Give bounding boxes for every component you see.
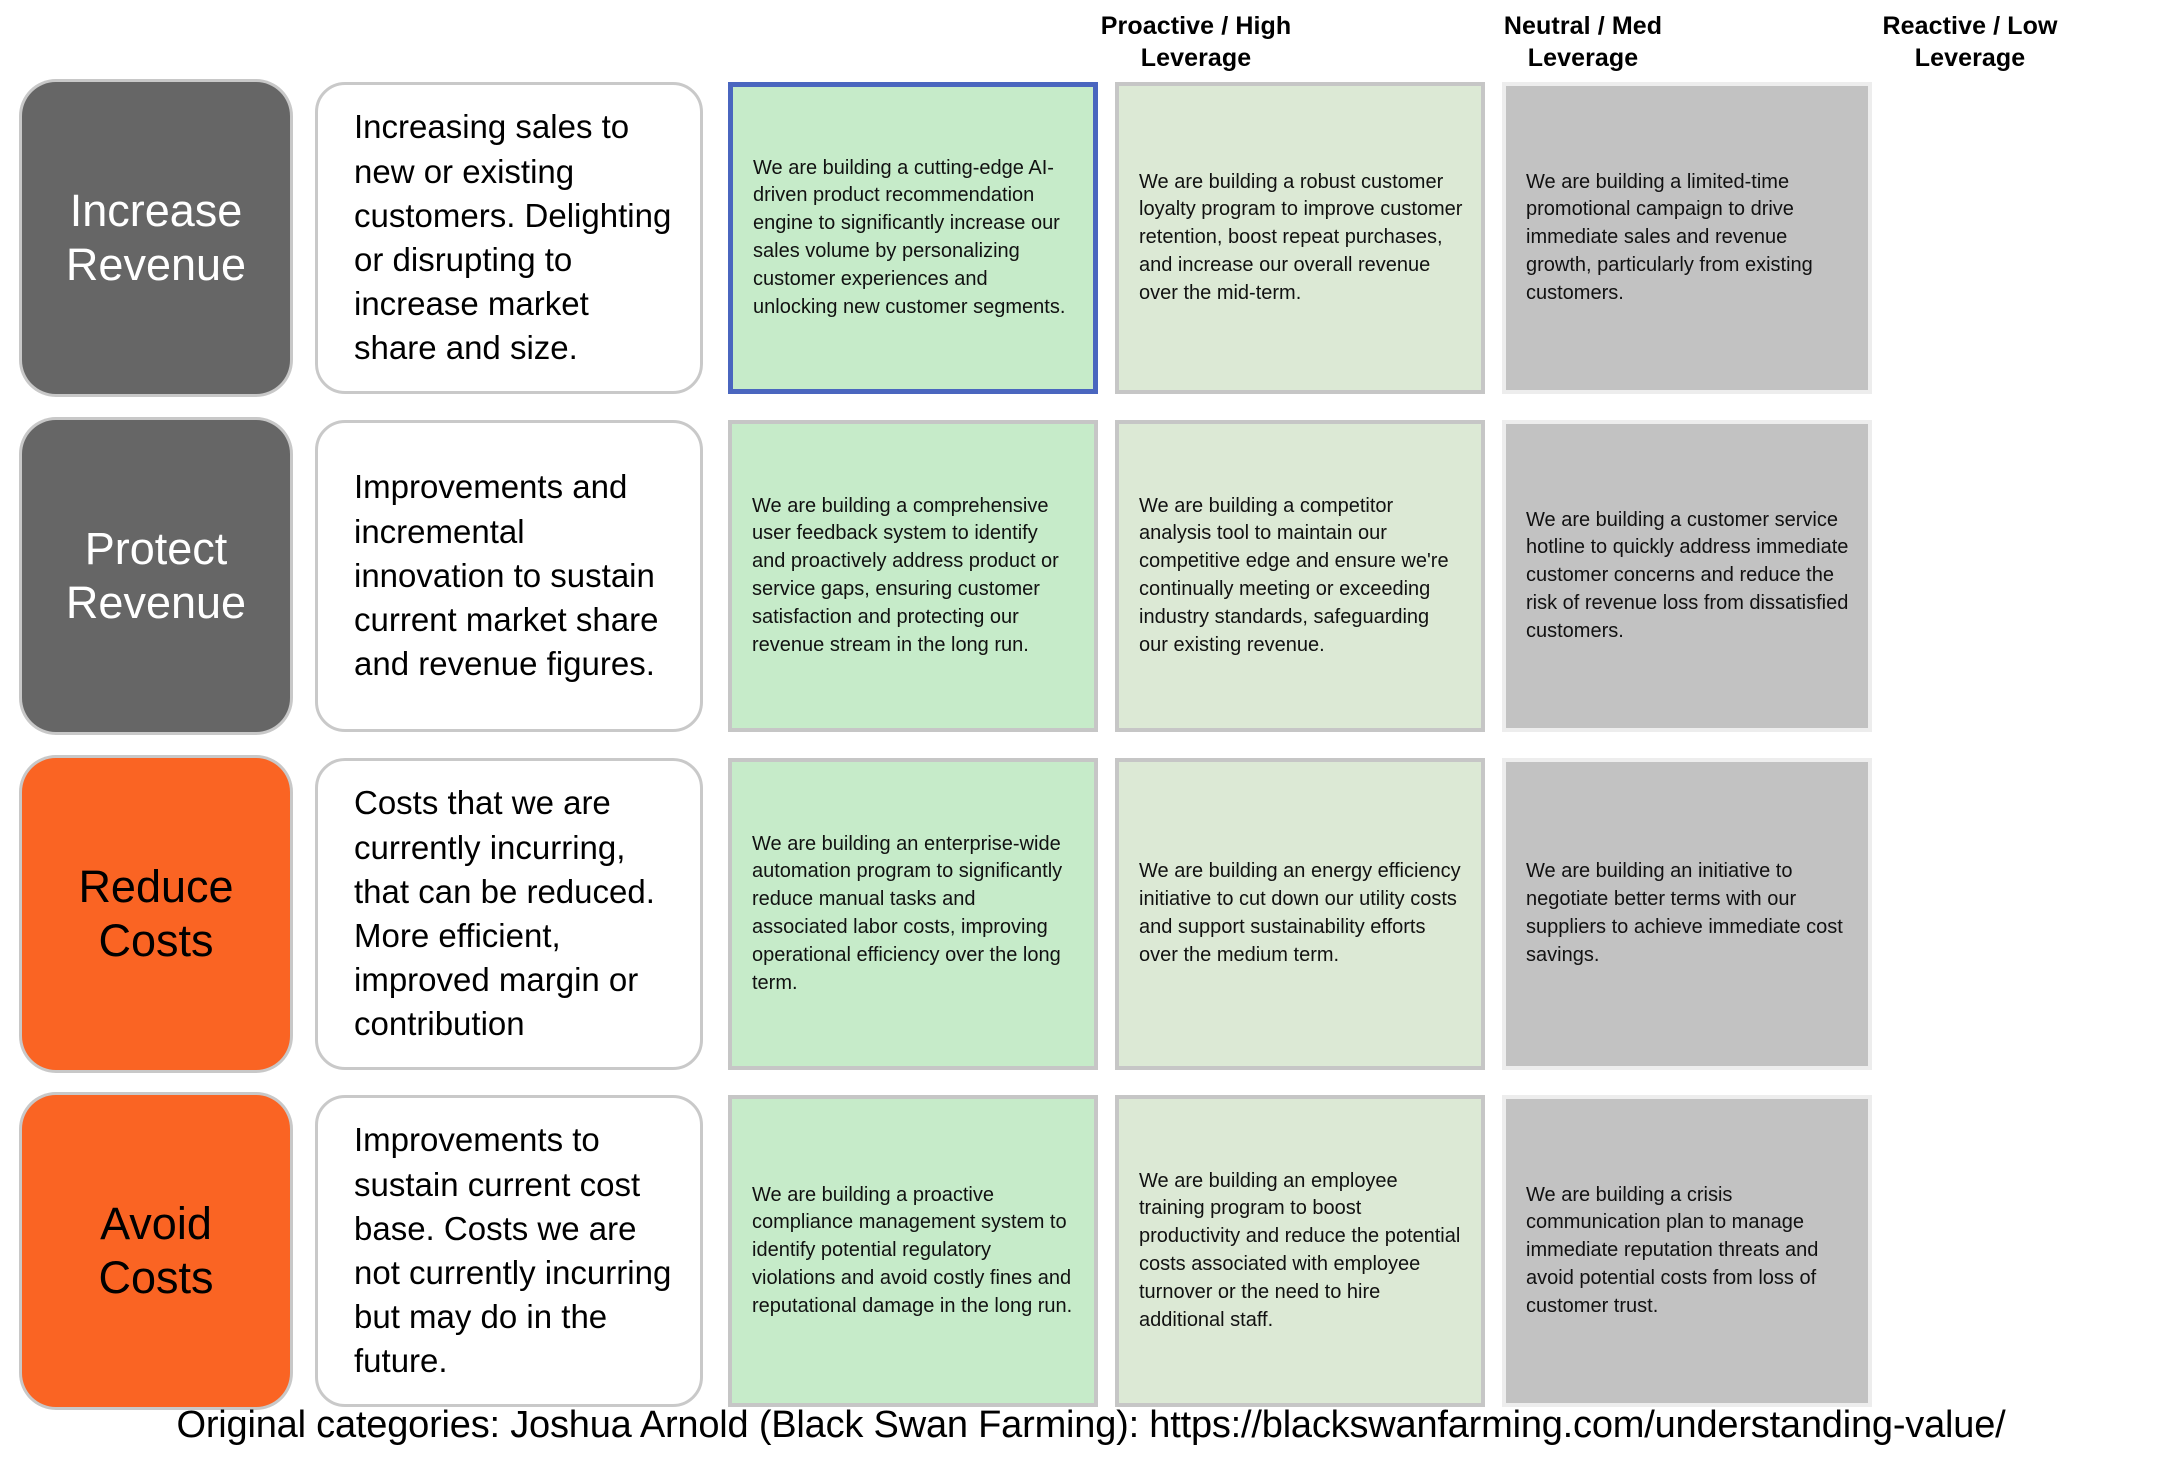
matrix-cell-increase-revenue-high[interactable]: We are building a cutting-edge AI-driven…	[727, 81, 1099, 395]
column-header-low-leverage: Reactive / Low Leverage	[1785, 0, 2155, 80]
matrix-cell-avoid-costs-low[interactable]: We are building a crisis communication p…	[1502, 1095, 1872, 1407]
category-pill-protect-revenue[interactable]: Protect Revenue	[22, 420, 290, 732]
value-matrix: Increase Revenue Increasing sales to new…	[0, 80, 2182, 1407]
matrix-cell-protect-revenue-low[interactable]: We are building a customer service hotli…	[1502, 420, 1872, 732]
column-header-high-leverage-line1: Proactive / High	[1100, 12, 1292, 40]
category-description-text: Increasing sales to new or existing cust…	[354, 108, 672, 367]
matrix-cell-text: We are building a limited-time promotion…	[1526, 170, 1813, 304]
matrix-cell-text: We are building a proactive compliance m…	[752, 1183, 1073, 1317]
row-cells: We are building a proactive compliance m…	[728, 1095, 1884, 1407]
category-pill-reduce-costs-line2: Costs	[98, 915, 214, 966]
category-pill-protect-revenue-line1: Protect	[84, 523, 228, 574]
category-description-increase-revenue: Increasing sales to new or existing cust…	[315, 82, 703, 394]
category-pill-protect-revenue-line2: Revenue	[65, 577, 247, 628]
matrix-cell-text: We are building a robust customer loyalt…	[1139, 170, 1463, 304]
column-header-low-leverage-line2: Leverage	[1914, 44, 2026, 72]
matrix-cell-text: We are building a competitor analysis to…	[1139, 494, 1449, 656]
matrix-cell-text: We are building an energy efficiency ini…	[1139, 860, 1461, 966]
category-description-text: Costs that we are currently incurring, t…	[354, 784, 655, 1043]
category-description-protect-revenue: Improvements and incremental innovation …	[315, 420, 703, 732]
category-description-text: Improvements and incremental innovation …	[354, 468, 659, 683]
category-pill-reduce-costs-line1: Reduce	[78, 861, 234, 912]
matrix-cell-protect-revenue-high[interactable]: We are building a comprehensive user fee…	[728, 420, 1098, 732]
matrix-cell-text: We are building a comprehensive user fee…	[752, 494, 1059, 656]
column-header-low-leverage-line1: Reactive / Low	[1882, 12, 2058, 40]
matrix-cell-avoid-costs-high[interactable]: We are building a proactive compliance m…	[728, 1095, 1098, 1407]
matrix-cell-protect-revenue-med[interactable]: We are building a competitor analysis to…	[1115, 420, 1485, 732]
row-cells: We are building an enterprise-wide autom…	[728, 758, 1884, 1070]
category-pill-increase-revenue-line2: Revenue	[65, 239, 247, 290]
row-cells: We are building a comprehensive user fee…	[728, 420, 1884, 732]
matrix-cell-text: We are building a cutting-edge AI-driven…	[753, 156, 1066, 318]
category-pill-avoid-costs-line2: Costs	[98, 1252, 214, 1303]
table-row: Increase Revenue Increasing sales to new…	[0, 81, 2182, 395]
column-headers: Proactive / High Leverage Neutral / Med …	[1011, 0, 2167, 80]
column-header-med-leverage-line1: Neutral / Med	[1503, 12, 1663, 40]
category-pill-increase-revenue[interactable]: Increase Revenue	[22, 82, 290, 394]
column-header-med-leverage-line2: Leverage	[1527, 44, 1639, 72]
matrix-cell-reduce-costs-med[interactable]: We are building an energy efficiency ini…	[1115, 758, 1485, 1070]
matrix-cell-text: We are building a customer service hotli…	[1526, 508, 1849, 642]
matrix-cell-text: We are building a crisis communication p…	[1526, 1183, 1819, 1317]
matrix-cell-increase-revenue-med[interactable]: We are building a robust customer loyalt…	[1115, 82, 1485, 394]
attribution-footer: Original categories: Joshua Arnold (Blac…	[176, 1404, 2006, 1446]
column-header-high-leverage-line2: Leverage	[1140, 44, 1252, 72]
category-pill-avoid-costs-line1: Avoid	[100, 1198, 212, 1249]
table-row: Avoid Costs Improvements to sustain curr…	[0, 1095, 2182, 1407]
matrix-cell-text: We are building an enterprise-wide autom…	[752, 832, 1063, 994]
category-description-reduce-costs: Costs that we are currently incurring, t…	[315, 758, 703, 1070]
matrix-cell-reduce-costs-low[interactable]: We are building an initiative to negotia…	[1502, 758, 1872, 1070]
matrix-cell-reduce-costs-high[interactable]: We are building an enterprise-wide autom…	[728, 758, 1098, 1070]
column-header-high-leverage: Proactive / High Leverage	[1011, 0, 1381, 80]
category-pill-avoid-costs[interactable]: Avoid Costs	[22, 1095, 290, 1407]
table-row: Reduce Costs Costs that we are currently…	[0, 758, 2182, 1070]
matrix-cell-text: We are building an employee training pro…	[1139, 1169, 1461, 1331]
category-description-text: Improvements to sustain current cost bas…	[354, 1121, 672, 1380]
matrix-cell-increase-revenue-low[interactable]: We are building a limited-time promotion…	[1502, 82, 1872, 394]
column-header-med-leverage: Neutral / Med Leverage	[1398, 0, 1768, 80]
table-row: Protect Revenue Improvements and increme…	[0, 420, 2182, 732]
category-description-avoid-costs: Improvements to sustain current cost bas…	[315, 1095, 703, 1407]
category-pill-reduce-costs[interactable]: Reduce Costs	[22, 758, 290, 1070]
row-cells: We are building a cutting-edge AI-driven…	[727, 81, 1884, 395]
matrix-cell-text: We are building an initiative to negotia…	[1526, 860, 1843, 966]
category-pill-increase-revenue-line1: Increase	[69, 185, 243, 236]
matrix-cell-avoid-costs-med[interactable]: We are building an employee training pro…	[1115, 1095, 1485, 1407]
